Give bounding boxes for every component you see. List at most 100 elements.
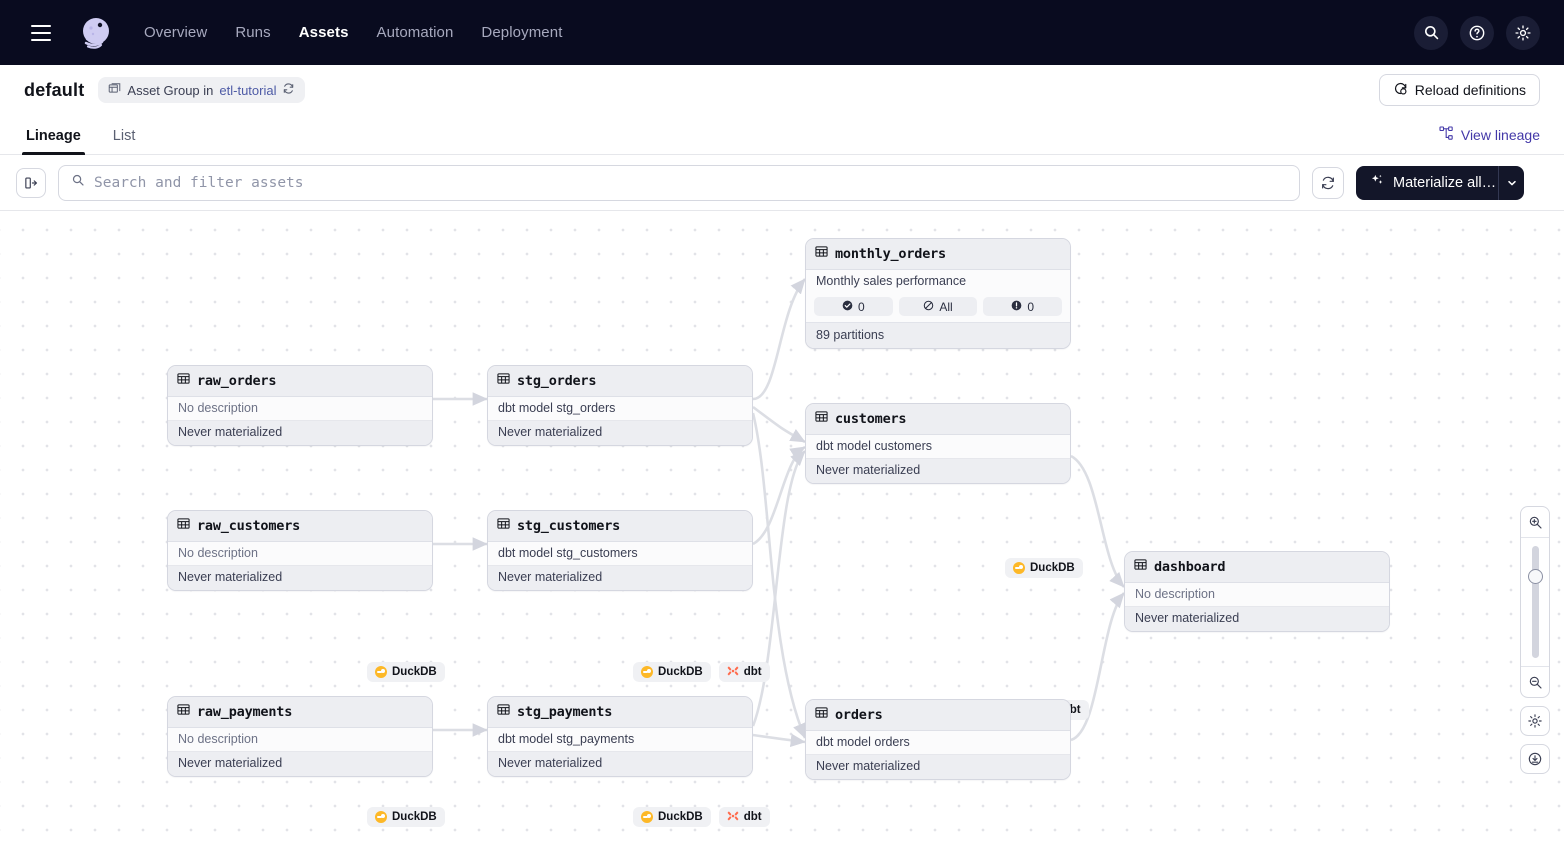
search-input[interactable] bbox=[94, 174, 1287, 191]
nav-link-assets[interactable]: Assets bbox=[298, 24, 349, 41]
asset-tags-stg_customers: DuckDB dbt bbox=[633, 807, 770, 827]
asset-node-status: Never materialized bbox=[488, 566, 752, 590]
partition-stat-missing[interactable]: All bbox=[898, 297, 978, 316]
help-icon[interactable] bbox=[1460, 15, 1494, 50]
partition-stat-materialized[interactable]: 0 bbox=[814, 297, 893, 316]
table-icon bbox=[177, 372, 190, 390]
nav-link-automation[interactable]: Automation bbox=[376, 24, 454, 41]
asset-node-stg_orders[interactable]: stg_orders dbt model stg_orders Never ma… bbox=[487, 365, 753, 446]
asset-node-stg_payments[interactable]: stg_payments dbt model stg_payments Neve… bbox=[487, 696, 753, 777]
asset-node-description: dbt model orders bbox=[806, 731, 1070, 755]
table-icon bbox=[177, 517, 190, 535]
nav-link-overview[interactable]: Overview bbox=[144, 24, 208, 41]
tag-duckdb[interactable]: DuckDB bbox=[633, 662, 711, 682]
hamburger-menu-icon[interactable] bbox=[24, 16, 58, 50]
asset-tags-raw_orders: DuckDB bbox=[367, 662, 445, 682]
duckdb-icon bbox=[641, 666, 653, 678]
reload-icon bbox=[1393, 81, 1408, 99]
edge-orders-dashboard bbox=[1070, 592, 1126, 742]
tag-duckdb[interactable]: DuckDB bbox=[367, 662, 445, 682]
asset-node-raw_customers[interactable]: raw_customers No description Never mater… bbox=[167, 510, 433, 591]
nav-actions bbox=[1414, 15, 1548, 50]
asset-node-customers[interactable]: customers dbt model customers Never mate… bbox=[805, 403, 1071, 484]
materialize-dropdown-caret[interactable] bbox=[1498, 165, 1524, 200]
asset-node-raw_orders[interactable]: raw_orders No description Never material… bbox=[167, 365, 433, 446]
asset-node-dashboard[interactable]: dashboard No description Never materiali… bbox=[1124, 551, 1390, 632]
zoom-slider[interactable] bbox=[1521, 538, 1549, 666]
asset-node-name: stg_payments bbox=[517, 704, 613, 720]
asset-node-name: stg_orders bbox=[517, 373, 597, 389]
zoom-slider-box bbox=[1520, 506, 1550, 698]
asset-node-header: raw_payments bbox=[168, 697, 432, 728]
table-icon bbox=[497, 703, 510, 721]
edge-customers-dashboard bbox=[1070, 454, 1125, 588]
edge-stg_payments-orders bbox=[752, 733, 806, 748]
dagster-logo[interactable] bbox=[76, 13, 116, 53]
asset-node-header: stg_payments bbox=[488, 697, 752, 728]
asset-node-monthly_orders[interactable]: monthly_orders Monthly sales performance… bbox=[805, 238, 1071, 349]
table-icon bbox=[177, 703, 190, 721]
partition-stat-failed[interactable]: 0 bbox=[983, 297, 1063, 316]
sidebar-toggle-icon[interactable] bbox=[16, 167, 46, 198]
edge-stg_payments-customers bbox=[751, 450, 806, 727]
asset-node-description: dbt model stg_customers bbox=[488, 542, 752, 566]
primary-nav-links: Overview Runs Assets Automation Deployme… bbox=[144, 24, 562, 41]
tag-duckdb[interactable]: DuckDB bbox=[1005, 558, 1083, 578]
materialize-all-button[interactable]: Materialize all… bbox=[1356, 165, 1498, 200]
tag-duckdb[interactable]: DuckDB bbox=[367, 807, 445, 827]
search-assets-box[interactable] bbox=[58, 164, 1300, 201]
asset-node-description: No description bbox=[168, 728, 432, 752]
nav-link-deployment[interactable]: Deployment bbox=[481, 24, 563, 41]
tab-list[interactable]: List bbox=[112, 128, 136, 144]
asset-node-raw_payments[interactable]: raw_payments No description Never materi… bbox=[167, 696, 433, 777]
asset-node-description: No description bbox=[168, 542, 432, 566]
asset-node-status: Never materialized bbox=[488, 752, 752, 776]
zoom-in-icon[interactable] bbox=[1521, 507, 1549, 537]
asset-node-name: raw_payments bbox=[197, 704, 293, 720]
asset-node-status: Never materialized bbox=[1125, 607, 1389, 631]
sparkle-icon bbox=[1370, 173, 1385, 192]
asset-tags-stg_orders: DuckDB dbt bbox=[633, 662, 770, 682]
tag-label: DuckDB bbox=[658, 666, 703, 678]
slash-circle-icon bbox=[923, 300, 934, 314]
tag-duckdb[interactable]: DuckDB bbox=[633, 807, 711, 827]
lineage-graph-canvas[interactable]: raw_orders No description Never material… bbox=[0, 211, 1564, 835]
tag-label: DuckDB bbox=[392, 666, 437, 678]
asset-node-header: stg_orders bbox=[488, 366, 752, 397]
asset-node-orders[interactable]: orders dbt model orders Never materializ… bbox=[805, 699, 1071, 780]
duckdb-icon bbox=[375, 666, 387, 678]
asset-node-status: Never materialized bbox=[488, 421, 752, 445]
zoom-out-icon[interactable] bbox=[1521, 667, 1549, 697]
tag-label: DuckDB bbox=[1030, 562, 1075, 574]
zoom-slider-track bbox=[1531, 546, 1539, 658]
asset-group-chip-link[interactable]: etl-tutorial bbox=[219, 82, 277, 98]
asset-group-icon bbox=[108, 82, 121, 98]
graph-settings-button[interactable] bbox=[1520, 706, 1550, 736]
refresh-graph-button[interactable] bbox=[1312, 166, 1344, 199]
asset-node-name: monthly_orders bbox=[835, 246, 946, 262]
reload-definitions-button[interactable]: Reload definitions bbox=[1378, 74, 1540, 106]
asset-tags-raw_customers: DuckDB bbox=[367, 807, 445, 827]
asset-node-header: raw_orders bbox=[168, 366, 432, 397]
gear-icon[interactable] bbox=[1506, 15, 1540, 50]
tag-dbt[interactable]: dbt bbox=[718, 807, 770, 827]
duckdb-icon bbox=[641, 811, 653, 823]
asset-node-status: Never materialized bbox=[806, 755, 1070, 779]
tag-label: dbt bbox=[743, 666, 762, 678]
zoom-slider-thumb[interactable] bbox=[1527, 569, 1543, 584]
partition-stats-row: 0 All 0 bbox=[806, 293, 1070, 322]
asset-node-header: customers bbox=[806, 404, 1070, 435]
view-lineage-link[interactable]: View lineage bbox=[1439, 126, 1540, 154]
zoom-to-fit-button[interactable] bbox=[1520, 744, 1550, 774]
nav-link-runs[interactable]: Runs bbox=[235, 24, 271, 41]
refresh-icon[interactable] bbox=[282, 82, 295, 98]
asset-node-status: Never materialized bbox=[168, 566, 432, 590]
edge-stg_orders-customers bbox=[752, 405, 806, 444]
asset-node-stg_customers[interactable]: stg_customers dbt model stg_customers Ne… bbox=[487, 510, 753, 591]
asset-node-description: Monthly sales performance bbox=[806, 270, 1070, 293]
asset-group-chip[interactable]: Asset Group in etl-tutorial bbox=[98, 77, 306, 103]
tag-dbt[interactable]: dbt bbox=[718, 662, 770, 682]
search-icon[interactable] bbox=[1414, 15, 1448, 50]
tab-lineage[interactable]: Lineage bbox=[22, 128, 85, 155]
page-title: default bbox=[24, 79, 85, 100]
